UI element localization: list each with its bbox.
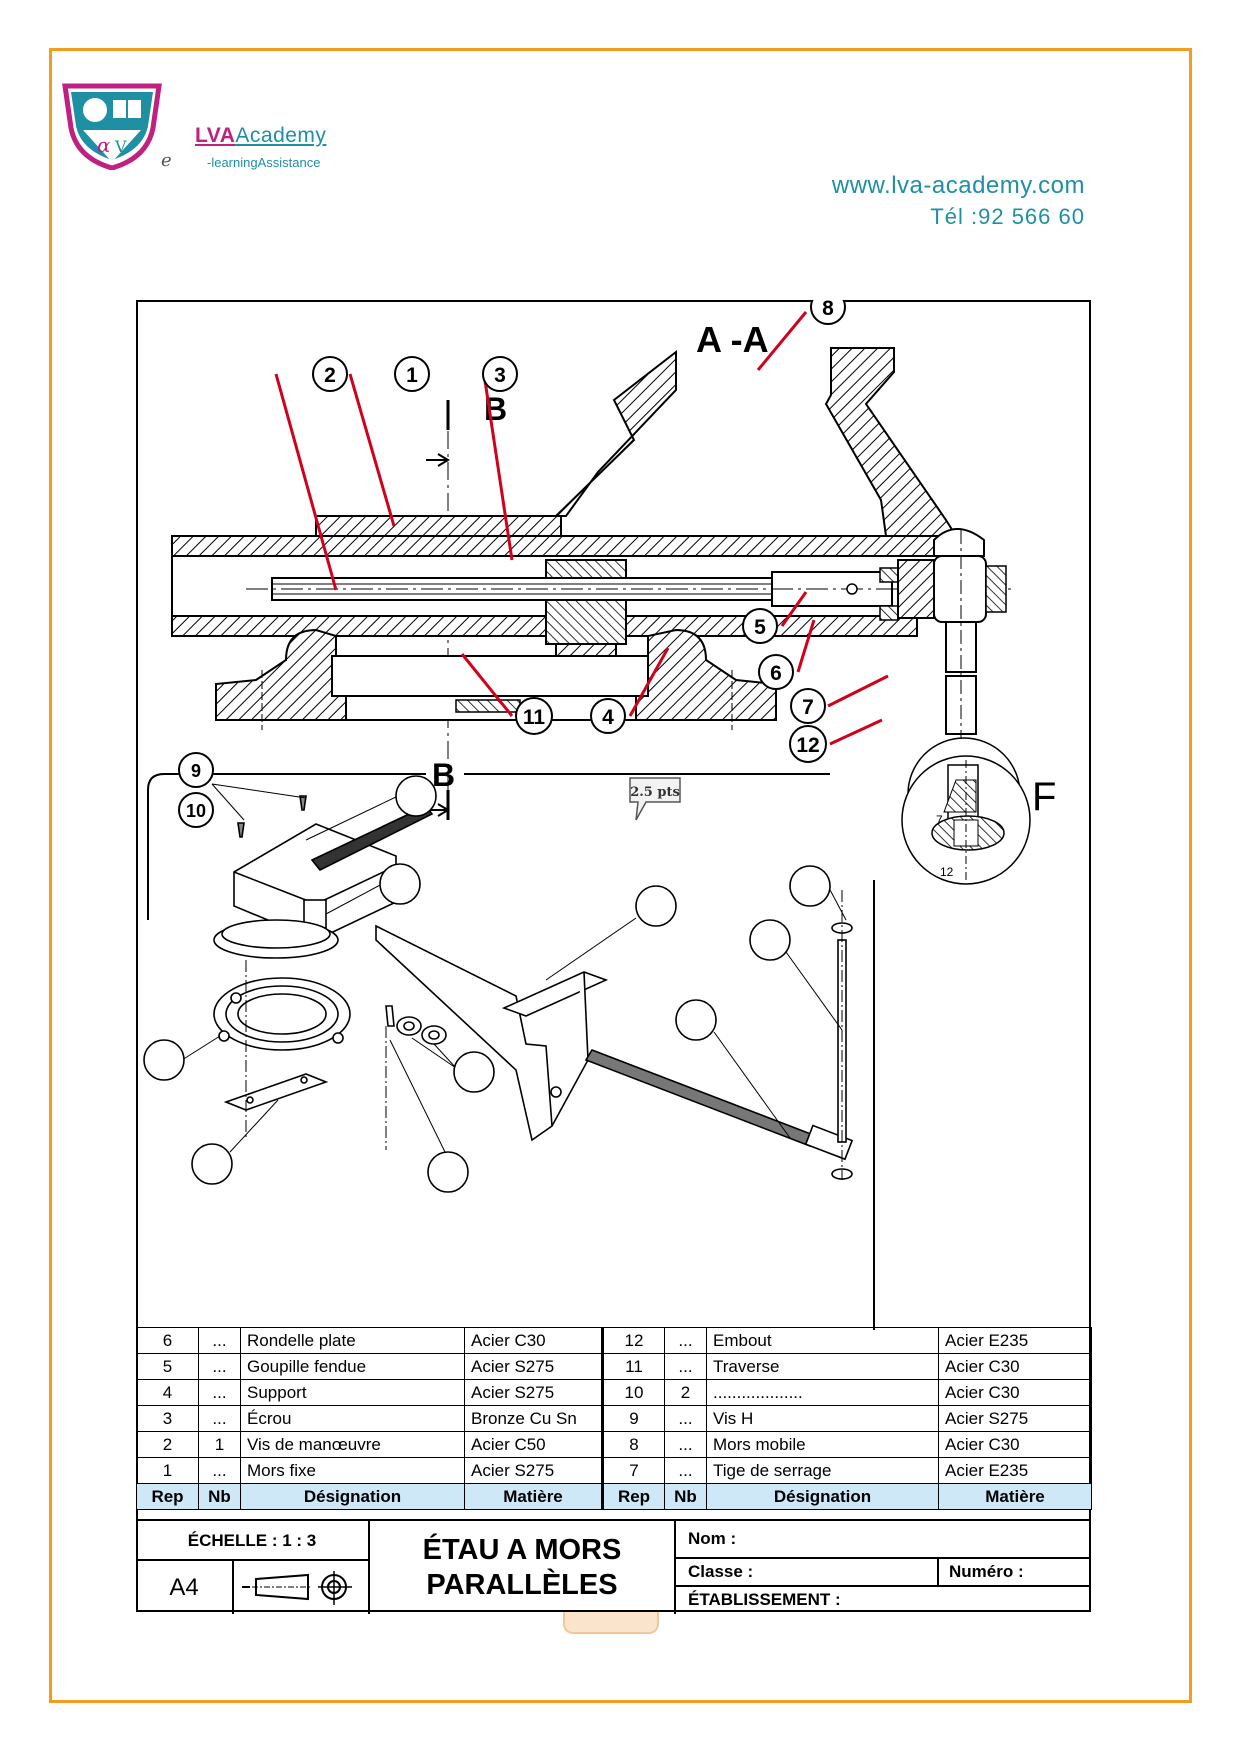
- detail-f-label: F: [1032, 775, 1056, 819]
- svg-text:1: 1: [406, 364, 418, 387]
- website-link[interactable]: www.lva-academy.com: [831, 172, 1085, 199]
- view-b-label: B: [432, 757, 455, 793]
- svg-text:2.5 pts: 2.5 pts: [630, 785, 680, 800]
- svg-text:10: 10: [186, 801, 206, 821]
- brand-lva: LVA: [195, 124, 236, 147]
- svg-text:6: 6: [770, 662, 782, 685]
- svg-text:3: 3: [494, 364, 506, 387]
- number-field[interactable]: Numéro :: [939, 1559, 1091, 1587]
- svg-text:7: 7: [802, 696, 814, 719]
- callout-2: 2: [274, 356, 348, 591]
- exploded-axes: [181, 783, 847, 1180]
- detail-label-12: 12: [940, 865, 954, 879]
- exploded-view: [213, 795, 854, 1180]
- callout-7: 7: [790, 674, 889, 724]
- callout-10: 10: [178, 792, 214, 828]
- format-label: A4: [136, 1561, 234, 1614]
- scale-label: ÉCHELLE : 1 : 3: [136, 1521, 370, 1561]
- projection-icon: [242, 1571, 352, 1605]
- name-field[interactable]: Nom :: [676, 1521, 1091, 1559]
- callout-4: 4: [590, 647, 670, 734]
- brand-academy: Academy: [235, 124, 327, 147]
- callout-3: 3: [482, 356, 518, 561]
- brand-tagline: -learningAssistance: [207, 155, 321, 170]
- page-frame: [49, 48, 1192, 1703]
- page-number-tab: [563, 1612, 659, 1634]
- callout-12: 12: [789, 718, 883, 763]
- points-badge: 2.5 pts: [629, 777, 681, 821]
- drawing-title: ÉTAU A MORS PARALLÈLES: [370, 1521, 676, 1614]
- school-field[interactable]: ÉTABLISSEMENT :: [688, 1590, 841, 1609]
- callout-9: 9: [178, 752, 214, 788]
- svg-text:V: V: [114, 137, 127, 156]
- callout-11: 11: [460, 653, 553, 735]
- callout-5: 5: [742, 591, 808, 644]
- svg-text:11: 11: [523, 706, 546, 729]
- title-line-1: ÉTAU A MORS: [422, 1533, 622, 1566]
- class-field[interactable]: Classe :: [676, 1559, 939, 1587]
- svg-text:α: α: [97, 133, 111, 157]
- brand-e: e: [161, 150, 172, 171]
- drawing-sheet: [136, 300, 1091, 1612]
- callout-6: 6: [758, 619, 816, 690]
- brand-name: LVAAcademy: [195, 124, 326, 148]
- empty-callouts: [143, 775, 831, 1193]
- designation-blank[interactable]: ...................: [706, 1379, 939, 1406]
- svg-text:4: 4: [602, 706, 614, 729]
- detail-label-7: 7: [936, 813, 943, 827]
- svg-text:12: 12: [796, 734, 819, 757]
- callout-8: 8: [756, 300, 846, 371]
- technical-drawing: A -A B F 2: [143, 300, 1056, 1330]
- svg-text:9: 9: [191, 761, 201, 781]
- title-line-2: PARALLÈLES: [426, 1568, 618, 1601]
- title-block: ÉCHELLE : 1 : 3 A4 ÉTAU A MORS PARALLÈLE…: [136, 1519, 1091, 1614]
- svg-text:5: 5: [754, 616, 766, 639]
- callout-1: 1: [348, 356, 430, 527]
- phone-number: Tél :92 566 60: [930, 204, 1085, 229]
- svg-text:8: 8: [822, 300, 834, 320]
- lva-academy-logo: α V: [62, 83, 162, 170]
- projection-symbol: [234, 1561, 370, 1614]
- svg-text:2: 2: [324, 364, 336, 387]
- section-title: A -A: [696, 319, 769, 360]
